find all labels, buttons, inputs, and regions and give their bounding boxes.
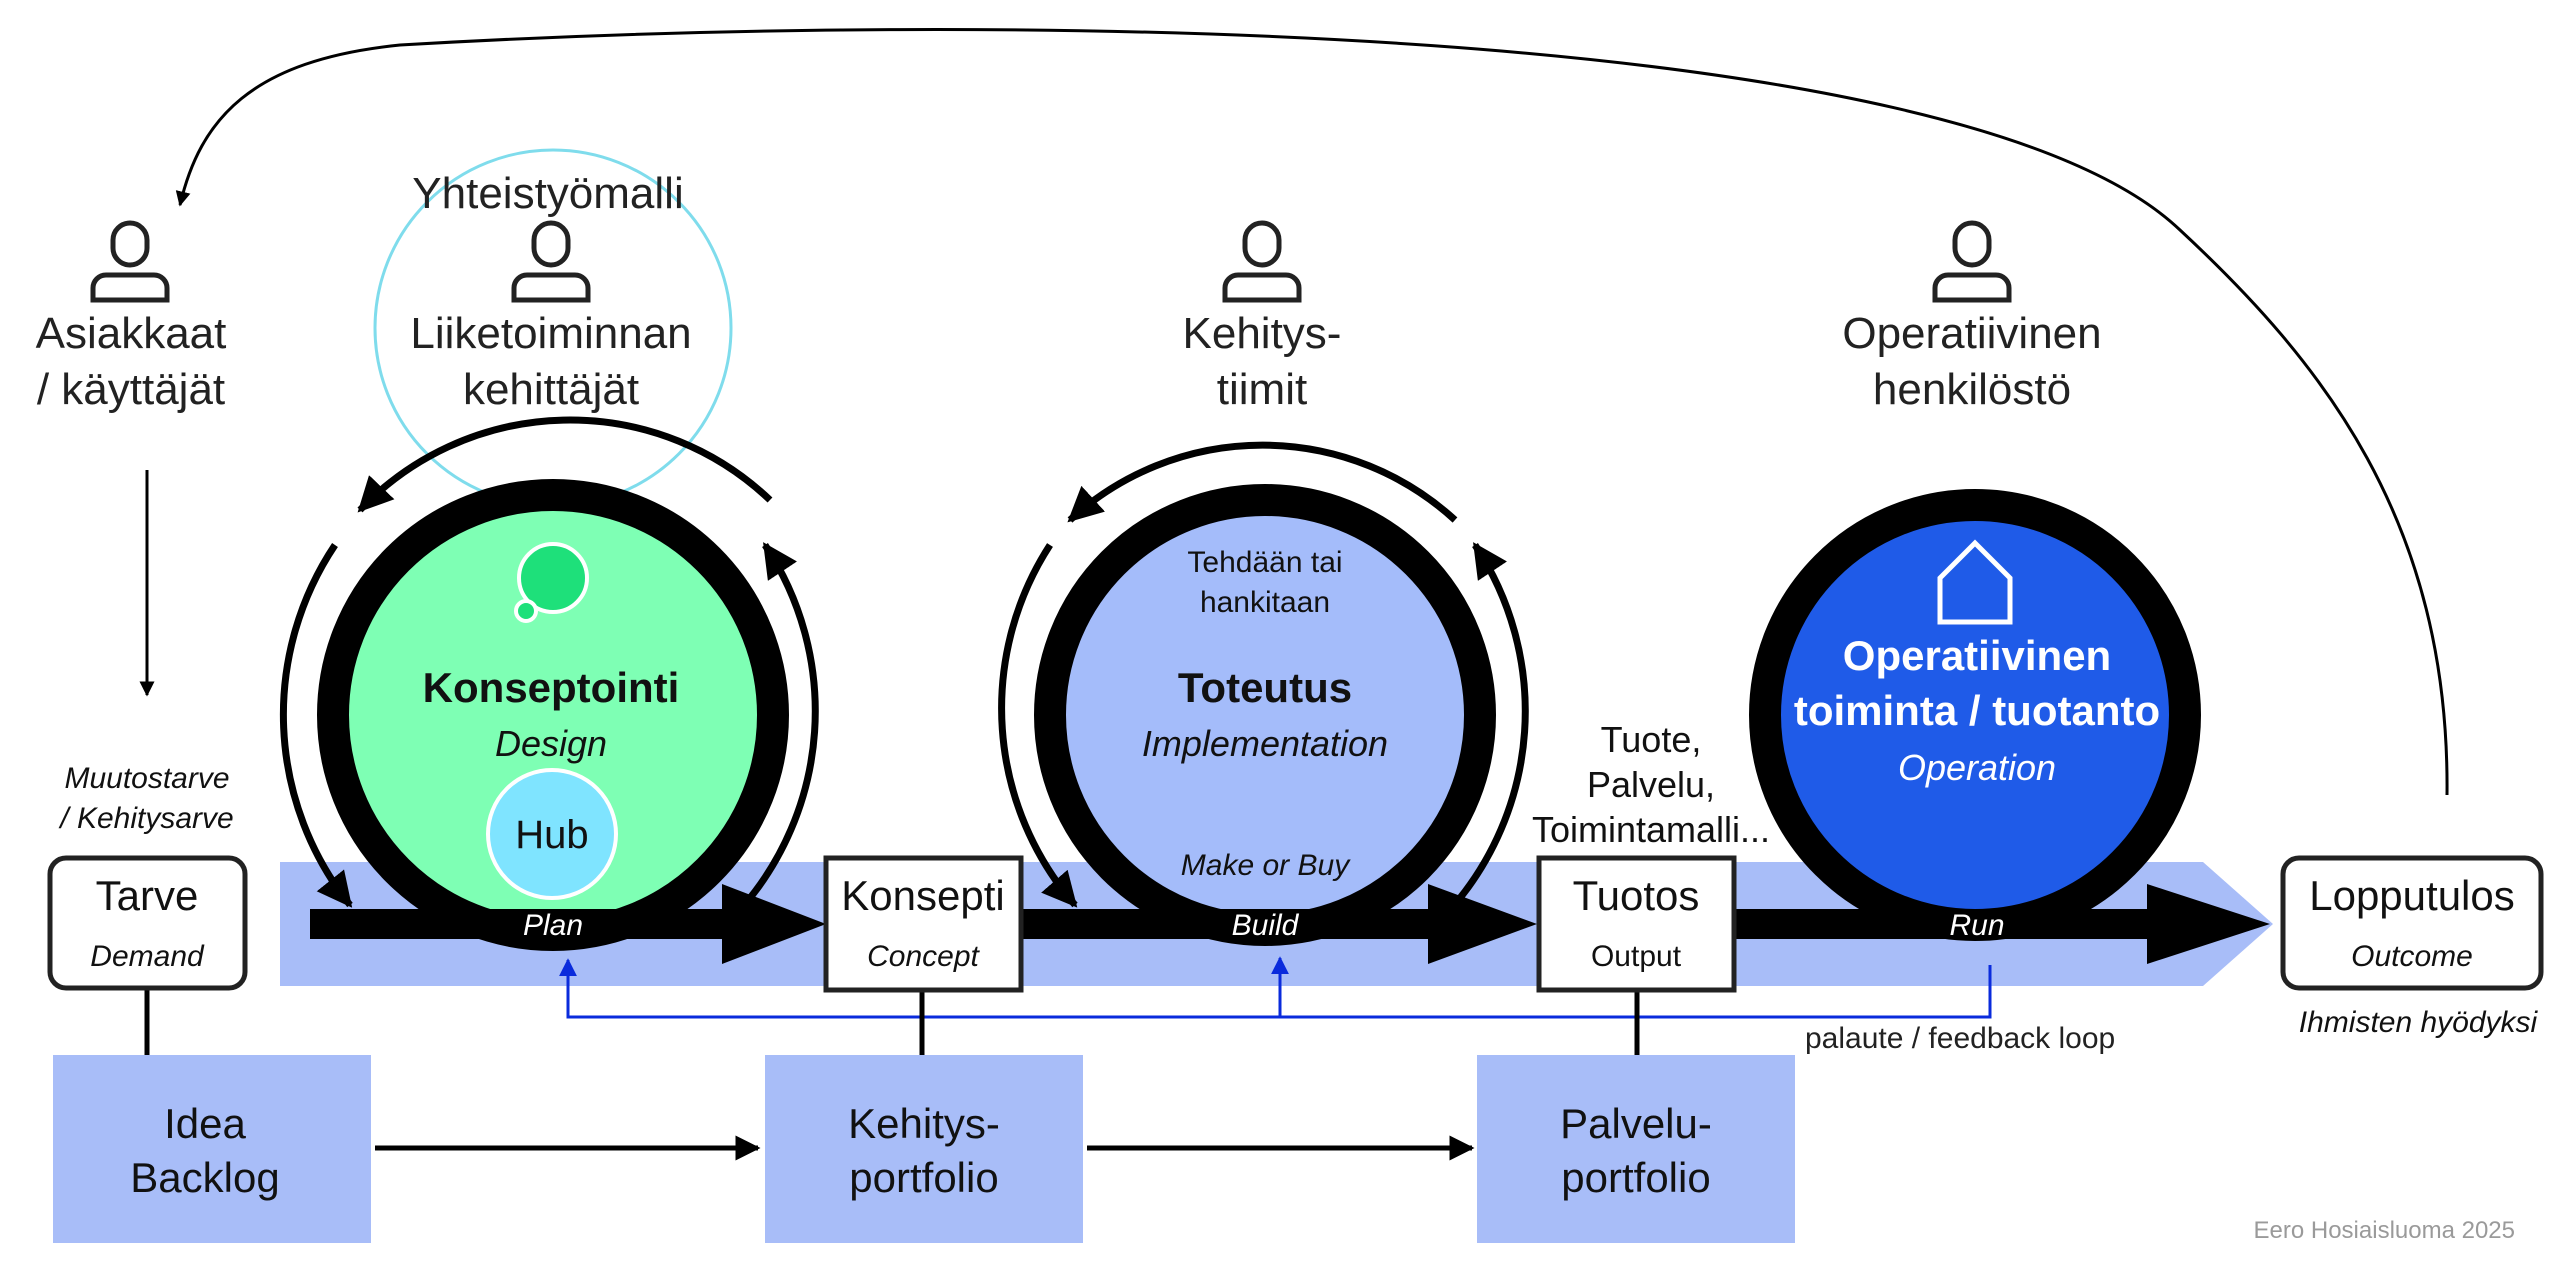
run-title-line2: toiminta / tuotanto xyxy=(1794,687,2160,734)
design-stage xyxy=(317,479,789,951)
idea-backlog-line1: Idea xyxy=(164,1100,246,1147)
operations-label-line2: henkilöstö xyxy=(1873,365,2071,414)
build-phase-label: Build xyxy=(1232,909,1300,942)
outcome-box xyxy=(2280,855,2544,991)
design-cycle-arrows xyxy=(279,416,819,913)
development-portfolio-line1: Kehitys- xyxy=(848,1100,1000,1147)
output-examples-line2: Palvelu, xyxy=(1587,764,1715,805)
business-label-line2: kehittäjät xyxy=(463,365,639,414)
hub-circle xyxy=(486,768,618,900)
portfolio-connectors xyxy=(144,990,1640,1055)
business-person-icon xyxy=(511,220,591,303)
outcome-title: Lopputulos xyxy=(2309,872,2515,919)
design-subtitle: Design xyxy=(495,723,607,764)
need-note-line2: / Kehitysarve xyxy=(58,802,233,835)
build-title: Toteutus xyxy=(1178,664,1352,711)
concept-subtitle: Concept xyxy=(867,940,980,973)
build-note-line2: hankitaan xyxy=(1200,586,1330,619)
hub-label: Hub xyxy=(515,813,588,857)
idea-backlog-box xyxy=(53,1055,371,1243)
output-examples-line1: Tuote, xyxy=(1601,719,1702,760)
outcome-subtitle: Outcome xyxy=(2351,940,2473,973)
run-title-line1: Operatiivinen xyxy=(1843,632,2111,679)
return-arc-arrow xyxy=(175,28,2449,796)
thought-bubble-icon xyxy=(514,542,589,623)
service-portfolio-line2: portfolio xyxy=(1561,1154,1710,1201)
dev-teams-person-icon xyxy=(1222,220,1302,303)
output-examples-line3: Toimintamalli... xyxy=(1532,809,1770,850)
output-title: Tuotos xyxy=(1573,872,1700,919)
dev-teams-label-line2: tiimit xyxy=(1217,365,1307,414)
demand-title: Tarve xyxy=(96,872,199,919)
customers-label-line1: Asiakkaat xyxy=(36,309,227,358)
build-note-line1: Tehdään tai xyxy=(1187,546,1342,579)
home-icon xyxy=(1937,539,2013,625)
customers-label-line2: / käyttäjät xyxy=(37,365,225,414)
operations-label-line1: Operatiivinen xyxy=(1842,309,2101,358)
operations-person-icon xyxy=(1932,220,2012,303)
dev-teams-label-line1: Kehitys- xyxy=(1183,309,1342,358)
feedback-loop-arrows xyxy=(559,956,1992,1019)
output-box xyxy=(1536,855,1737,993)
development-portfolio-box xyxy=(765,1055,1083,1243)
idea-backlog-line2: Backlog xyxy=(130,1154,279,1201)
concept-box xyxy=(823,855,1024,993)
customers-person-icon xyxy=(90,220,170,303)
demand-box xyxy=(47,855,248,991)
service-portfolio-line1: Palvelu- xyxy=(1560,1100,1712,1147)
run-phase-label: Run xyxy=(1949,909,2004,942)
build-subtitle: Implementation xyxy=(1142,723,1388,764)
person-icons xyxy=(90,220,2012,303)
output-subtitle: Output xyxy=(1591,940,1682,973)
build-cycle-arrows xyxy=(998,441,1529,913)
outcome-note: Ihmisten hyödyksi xyxy=(2299,1006,2539,1039)
development-portfolio-line2: portfolio xyxy=(849,1154,998,1201)
design-title: Konseptointi xyxy=(423,664,680,711)
author-credit: Eero Hosiaisluoma 2025 xyxy=(2254,1217,2515,1244)
plan-phase-label: Plan xyxy=(523,909,583,942)
business-label-line1: Liiketoiminnan xyxy=(410,309,691,358)
need-note-line1: Muutostarve xyxy=(64,762,229,795)
flow-arrows xyxy=(310,884,2270,964)
service-portfolio-box xyxy=(1477,1055,1795,1243)
make-or-buy-label: Make or Buy xyxy=(1181,849,1351,882)
demand-subtitle: Demand xyxy=(90,940,205,973)
concept-title: Konsepti xyxy=(841,872,1004,919)
collaboration-model-label: Yhteistyömalli xyxy=(412,169,683,218)
feedback-loop-label: palaute / feedback loop xyxy=(1805,1022,2115,1055)
run-subtitle: Operation xyxy=(1898,747,2056,788)
